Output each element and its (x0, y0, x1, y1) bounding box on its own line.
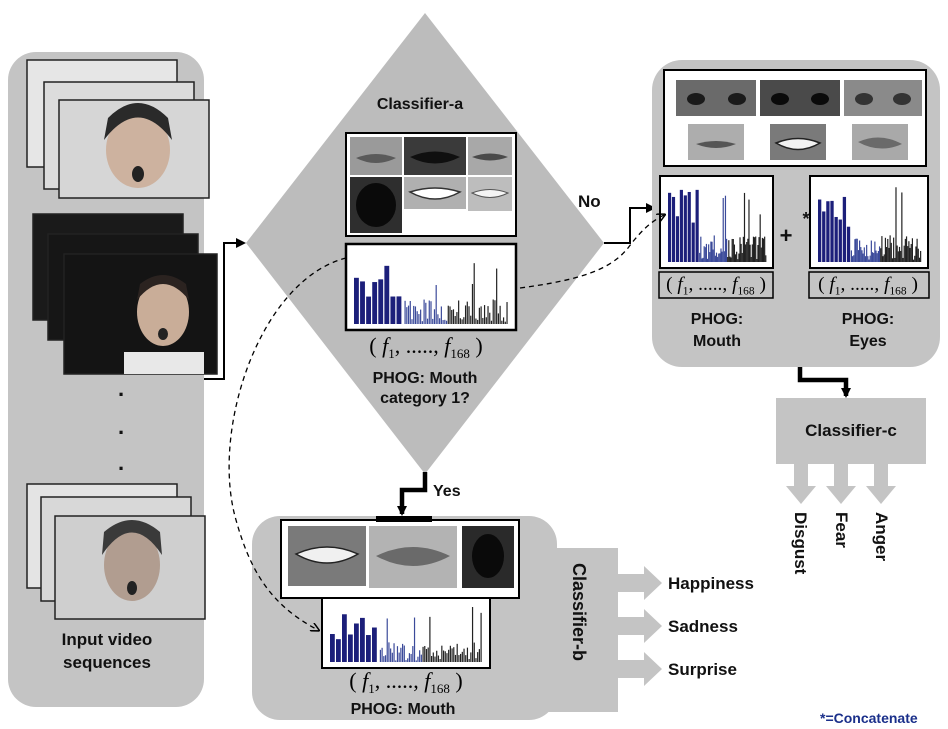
phog-bar (330, 634, 335, 662)
phog-bar (671, 196, 676, 262)
mouth-caption-line2: Mouth (693, 333, 741, 350)
phog-bar (372, 627, 377, 662)
classifier-c-title: Classifier-c (805, 421, 897, 440)
mouth-caption-line1: PHOG: (691, 311, 743, 328)
phog-bars-a (354, 263, 508, 324)
classifier-c-output-arrows (786, 464, 896, 504)
eyes-phog-histogram (809, 175, 929, 269)
eyes-caption-line1: PHOG: (842, 311, 894, 328)
classifier-b-tab (540, 548, 618, 712)
phog-bar (842, 196, 847, 262)
video-sequence-3 (26, 483, 206, 620)
phog-bar (822, 211, 826, 262)
phog-bar (687, 191, 691, 262)
phog-bar (354, 277, 359, 324)
input-label-line1: Input video (62, 630, 153, 649)
phog-bar (675, 216, 680, 262)
phog-bar (683, 195, 687, 262)
phog-bar (818, 199, 822, 262)
classifier-a-caption-line1: PHOG: Mouth (373, 370, 478, 387)
phog-bar (384, 265, 390, 324)
classifier-a-caption-line2: category 1? (380, 390, 470, 407)
classifier-a-feature-vector: ( f1, ....., f168 ) (369, 333, 482, 361)
phog-bar (360, 617, 365, 662)
yes-label: Yes (433, 483, 461, 500)
input-label-line2: sequences (63, 653, 151, 672)
phog-bar (342, 614, 347, 662)
video-sequence-2 (32, 213, 218, 375)
mouth-vector-box (658, 271, 774, 299)
phog-bar (378, 279, 384, 324)
phog-bars-mouth (668, 189, 767, 262)
eye-mouth-image-strip (663, 69, 927, 167)
output-fear: Fear (832, 512, 851, 548)
phog-bar (838, 219, 842, 262)
phog-bars-eyes (818, 187, 922, 262)
classifier-a-mouth-grid (345, 132, 517, 237)
ellipsis-dot-1: . (118, 376, 124, 401)
eyes-feature-vector: ( f1, ....., f168 ) (818, 274, 918, 297)
phog-bar (354, 623, 359, 662)
eyes-caption-line2: Eyes (849, 333, 886, 350)
classifier-b-caption: PHOG: Mouth (351, 701, 456, 718)
phog-bar (834, 216, 838, 262)
phog-bar (372, 282, 378, 324)
plus-sign: + (780, 223, 793, 248)
ellipsis-dot-3: . (118, 450, 124, 475)
ellipsis-dot-2: . (118, 414, 124, 439)
classifier-a-phog-histogram (344, 242, 518, 332)
phog-bar (366, 296, 372, 324)
feature-vector-text: ( f1, ....., f168 ) (666, 274, 766, 297)
phog-bar (348, 634, 353, 662)
mouth-phog-histogram (659, 175, 774, 269)
phog-bar (691, 222, 695, 262)
feature-vector-text: ( f1, ....., f168 ) (349, 668, 462, 696)
phog-bar (830, 200, 834, 262)
sequence-ellipsis: . . . (118, 376, 124, 475)
output-sadness: Sadness (668, 617, 738, 636)
phog-bar (679, 189, 683, 262)
output-happiness: Happiness (668, 574, 754, 593)
video-sequence-1 (26, 59, 210, 199)
feature-vector-text: ( f1, ....., f168 ) (818, 274, 918, 297)
concatenate-star: * (802, 209, 809, 229)
phog-bar (826, 201, 830, 262)
phog-bar (390, 296, 396, 324)
phog-bar (396, 296, 402, 324)
phog-bar (366, 635, 371, 662)
output-anger: Anger (872, 512, 891, 562)
output-surprise: Surprise (668, 660, 737, 679)
yes-branch-arrow (397, 472, 428, 516)
classifier-b-feature-vector: ( f1, ....., f168 ) (349, 668, 462, 696)
classifier-b-output-arrows (618, 566, 662, 686)
dashed-link-to-bottom-histogram (228, 257, 347, 630)
mouth-feature-vector: ( f1, ....., f168 ) (666, 274, 766, 297)
concatenate-footnote: *=Concatenate (820, 710, 918, 726)
classifier-b-phog-histogram (321, 597, 491, 669)
phog-bar (336, 639, 341, 662)
classifier-b-mouth-strip (280, 516, 520, 599)
classifier-a-title: Classifier-a (377, 96, 463, 113)
panel-to-classifier-c-arrow (797, 367, 851, 398)
feature-vector-text: ( f1, ....., f168 ) (369, 333, 482, 361)
no-label: No (578, 192, 601, 211)
phog-bar (846, 226, 851, 262)
eyes-vector-box (808, 271, 930, 299)
classifier-b-title: Classifier-b (569, 563, 589, 661)
phog-bar (695, 189, 699, 262)
classifier-c-box (776, 398, 926, 464)
no-branch-arrow (604, 203, 656, 244)
input-to-classifier-a-arrow (204, 238, 246, 380)
output-disgust: Disgust (791, 512, 810, 575)
phog-bar (360, 281, 365, 324)
phog-bars-b (330, 607, 482, 662)
phog-bar (668, 192, 672, 262)
